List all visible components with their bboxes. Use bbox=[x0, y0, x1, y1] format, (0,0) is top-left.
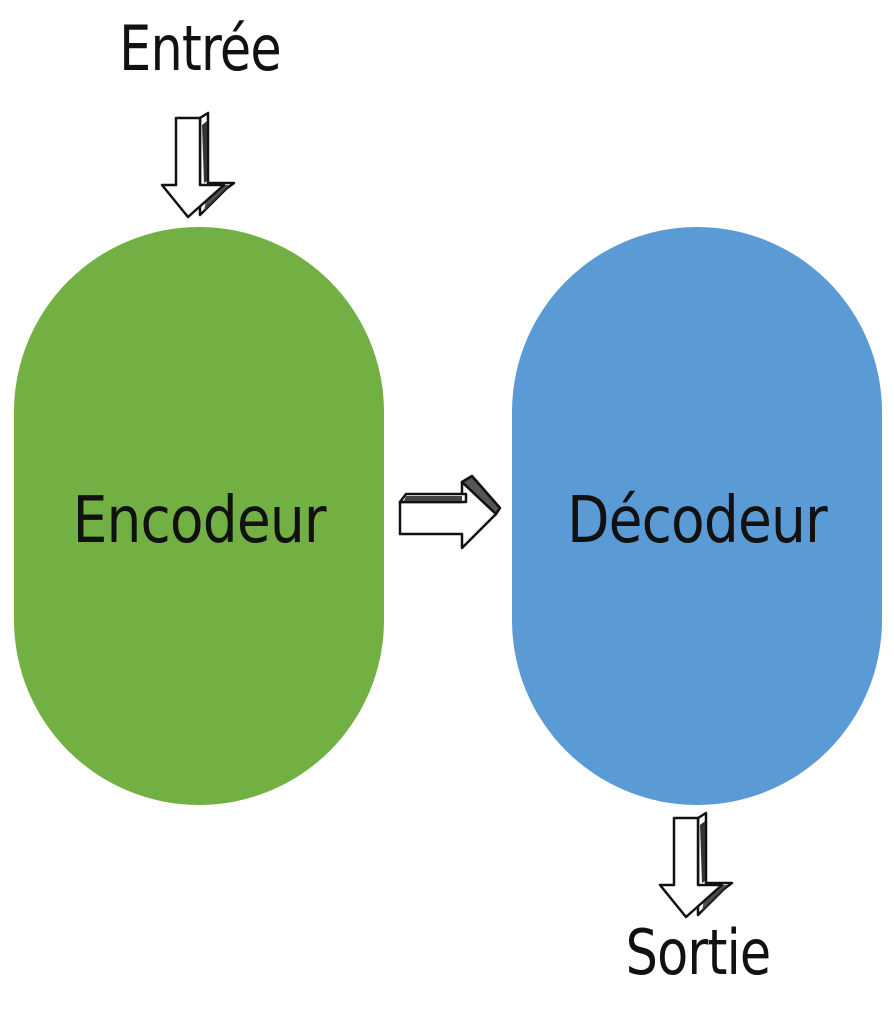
encoder-label: Encodeur bbox=[72, 484, 326, 558]
output-label: Sortie bbox=[625, 916, 772, 989]
encoder-to-decoder-arrow-icon bbox=[398, 474, 502, 550]
encoder-block: Encodeur bbox=[14, 227, 384, 805]
input-label: Entrée bbox=[119, 12, 282, 85]
output-arrow-icon bbox=[658, 811, 734, 919]
input-arrow-icon bbox=[160, 111, 236, 219]
decoder-label: Décodeur bbox=[567, 484, 827, 558]
decoder-block: Décodeur bbox=[512, 227, 882, 805]
